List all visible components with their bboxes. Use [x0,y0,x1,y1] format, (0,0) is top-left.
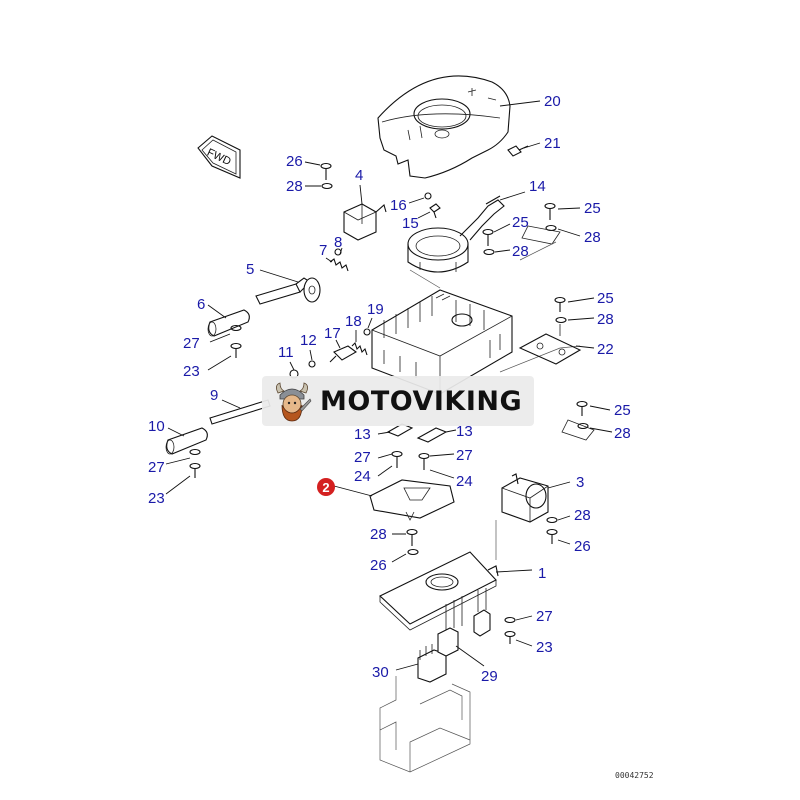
switch-17-drawing [329,339,357,363]
part-label: 28 [574,507,591,524]
part-label: 29 [481,668,498,685]
base-plate-1-drawing [379,520,533,631]
part-label: 28 [597,311,614,328]
part-label: 25 [584,200,601,217]
bolt-27-24-center-left-drawing [377,450,403,477]
part-label: 23 [148,490,165,507]
main-housing-drawing [371,289,513,395]
part-label: 24 [456,473,473,490]
callout-circle [317,478,335,496]
bolt-25-mid-drawing [482,223,511,256]
ball-12-drawing [308,349,316,368]
part-label: 26 [574,538,591,555]
watermark-banner: MOTOVIKING [262,376,534,426]
clip-13-left-drawing [377,423,414,437]
fwd-tag-text: FWD [205,147,233,168]
spring-7-8-drawing [325,247,349,272]
bolt-25-28-right-lower-drawing [561,400,613,441]
part-label: 21 [544,135,561,152]
part-label: 27 [354,449,371,466]
top-cover-drawing [377,75,511,179]
part-label: 16 [390,197,407,214]
bolt-27-23-bottom-drawing [504,615,533,647]
bracket-2-drawing [333,479,455,521]
drawing-code: 00042752 [615,771,654,780]
part-label: 13 [354,426,371,443]
bolt-25-upper-right-drawing [521,202,581,245]
highlighted-part-callout: 2 [317,478,335,496]
part-label: 10 [148,418,165,435]
clip-13-right-drawing [416,427,457,443]
handle-6-drawing [207,304,250,337]
part-label: 30 [372,664,389,681]
part-label: 6 [197,296,205,313]
bolt-27-23-left-drawing [207,324,242,371]
handle-10-drawing [165,427,208,455]
part-label: 11 [278,344,294,361]
part-label: 28 [614,425,631,442]
spring-18-drawing [351,330,368,356]
part-label: 27 [536,608,553,625]
shaft-9-drawing [209,399,271,425]
part-label: 27 [183,335,200,352]
part-label: 22 [597,341,614,358]
pin-16-drawing [408,192,432,204]
part-label: 15 [402,215,419,232]
part-label: 28 [286,178,303,195]
part-label: 23 [183,363,200,380]
part-labels: 20 21 26 28 4 14 16 15 25 25 28 28 7 8 5… [148,93,631,685]
part-label: 12 [300,332,317,349]
lower-frame-drawing [379,676,471,773]
part-label: 5 [246,261,254,278]
part-label: 18 [345,313,362,330]
part-label: 13 [456,423,473,440]
fwd-direction-tag: FWD [197,135,241,179]
screw-21-drawing [507,145,529,157]
part-label: 23 [536,639,553,656]
callout-number: 2 [322,480,329,495]
viking-mascot-logo [276,382,312,422]
part-label: 24 [354,468,371,485]
part-label: 28 [370,526,387,543]
part-label: 19 [367,301,384,318]
part-label: 27 [456,447,473,464]
bolt-26-top-drawing [320,162,333,190]
bolt-27-23-lower-left-drawing [165,448,201,495]
bolt-28-26-right-drawing [546,515,571,545]
part-label: 25 [512,214,529,231]
bolt-28-26-center-drawing [391,528,419,563]
part-label: 25 [597,290,614,307]
part-label: 8 [334,234,342,251]
switch-ring-14-drawing [407,191,526,273]
part-label: 4 [355,167,363,184]
potentiometer-3-drawing [501,473,571,523]
bolt-27-24-center-right-drawing [418,452,455,479]
pin-19-drawing [363,317,373,336]
part-label: 26 [286,153,303,170]
part-label: 7 [319,242,327,259]
plate-22-drawing [518,296,595,365]
bracket-4-drawing [343,184,387,241]
part-label: 1 [538,565,546,582]
part-label: 28 [584,229,601,246]
part-label: 25 [614,402,631,419]
part-label: 20 [544,93,561,110]
part-label: 9 [210,387,218,404]
watermark-text: MOTOVIKING [320,385,523,417]
connector-30-drawing [395,644,447,683]
part-label: 26 [370,557,387,574]
part-label: 28 [512,243,529,260]
part-label: 17 [324,325,341,342]
lever-5-drawing [255,269,321,305]
part-label: 3 [576,474,584,491]
part-label: 27 [148,459,165,476]
connector-29-drawing [437,588,491,667]
part-label: 14 [529,178,546,195]
pin-15-drawing [417,203,441,219]
